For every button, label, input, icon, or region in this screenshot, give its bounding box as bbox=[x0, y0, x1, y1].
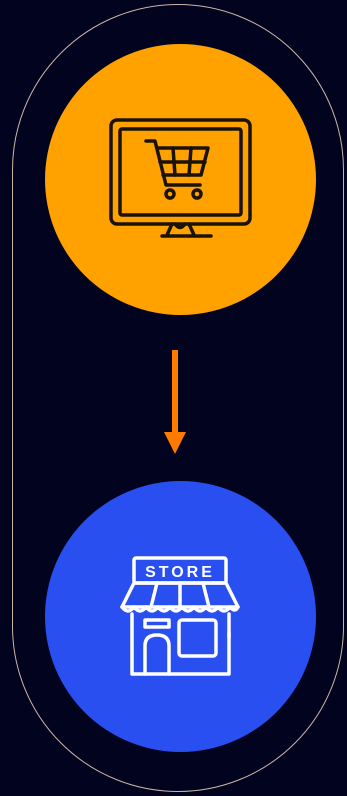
arrow-down-icon bbox=[164, 350, 186, 454]
store-sign-label: STORE bbox=[145, 564, 215, 581]
storefront-icon: STORE bbox=[120, 556, 240, 676]
flow-container bbox=[12, 4, 344, 792]
computer-shopping-cart-icon bbox=[109, 118, 252, 238]
store-node: STORE bbox=[45, 481, 316, 752]
online-shop-node bbox=[45, 44, 316, 315]
